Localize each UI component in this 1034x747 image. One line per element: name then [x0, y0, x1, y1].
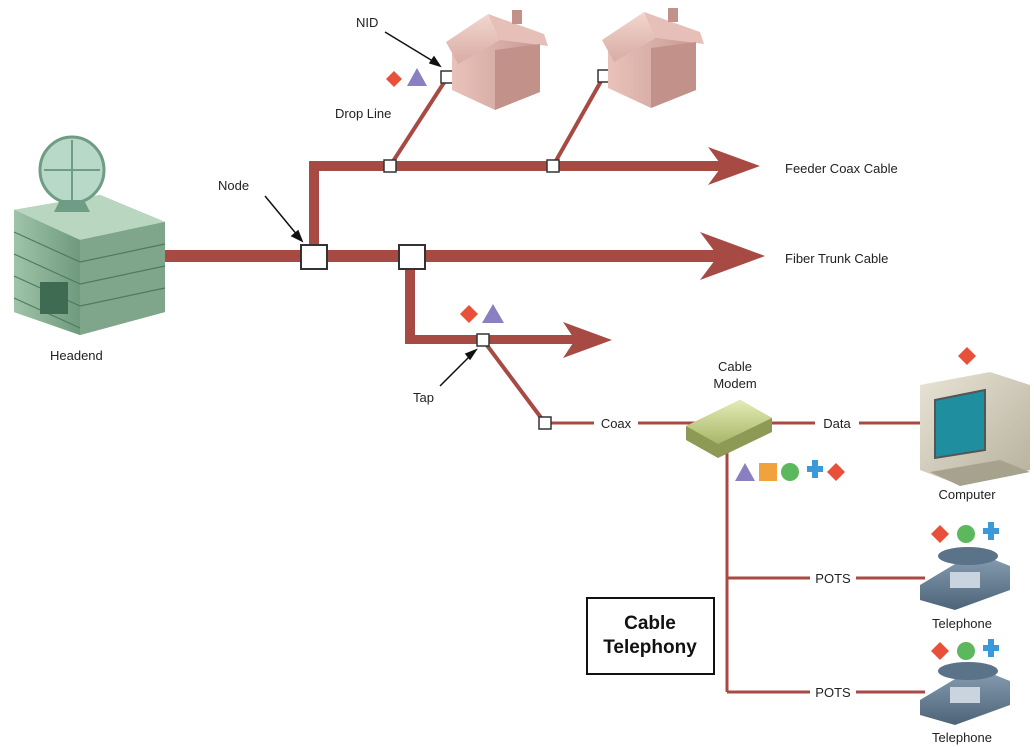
telephone-label-2: Telephone — [932, 730, 992, 745]
house-icon — [446, 10, 548, 110]
telephone-icon — [920, 662, 1010, 725]
headend-building-icon — [13, 135, 166, 335]
lower-branch-cable — [405, 335, 580, 344]
pots-label-2: POTS — [815, 685, 851, 700]
headend-label: Headend — [50, 348, 103, 363]
tap-drop-line — [481, 338, 547, 425]
lower-branch-arrowhead — [563, 322, 612, 358]
square-icon — [759, 463, 777, 481]
cable-modem-label-line1: Cable — [718, 359, 752, 374]
pots-label-1: POTS — [815, 571, 851, 586]
triangle-icon — [735, 463, 755, 481]
computer-icon — [920, 372, 1030, 486]
diamond-icon — [931, 525, 949, 543]
tap-label: Tap — [413, 390, 434, 405]
feeder-riser — [309, 163, 319, 256]
triangle-icon — [482, 304, 504, 323]
node-box — [300, 244, 328, 270]
diamond-icon — [931, 642, 949, 660]
diamond-icon — [827, 463, 845, 481]
coax-label-bg — [594, 414, 638, 432]
circle-icon — [957, 642, 975, 660]
feeder-coax-cable-label: Feeder Coax Cable — [785, 161, 898, 176]
nid-box-1 — [440, 70, 454, 84]
plus-icon — [807, 460, 823, 478]
feeder-arrowhead — [708, 147, 760, 185]
feeder-coax-cable — [309, 161, 724, 171]
pots-label-bg-1 — [810, 569, 856, 587]
telephone-icon — [920, 547, 1010, 610]
drop-line-2 — [551, 75, 606, 167]
coax-end-box — [538, 416, 552, 430]
triangle-icon — [407, 68, 427, 86]
data-label: Data — [823, 416, 851, 431]
house-icon — [602, 8, 704, 108]
feeder-tap-1 — [383, 159, 397, 173]
pots-label-bg-2 — [810, 683, 856, 701]
cable-telephony-box — [586, 597, 715, 675]
cable-telephony-title-line2: Telephony — [603, 637, 697, 658]
lower-branch-riser — [405, 256, 415, 344]
diamond-icon — [460, 305, 478, 323]
fiber-trunk-cable — [160, 250, 720, 262]
diamond-icon — [958, 347, 976, 365]
fiber-trunk-arrowhead — [700, 232, 765, 280]
diamond-icon — [386, 71, 402, 87]
plus-icon — [983, 639, 999, 657]
node-box-2 — [398, 244, 426, 270]
plus-icon — [983, 522, 999, 540]
pointer-arrows — [264, 31, 478, 387]
cable-modem-label-line2: Modem — [713, 376, 756, 391]
cable-modem-icon — [686, 400, 772, 458]
fiber-trunk-cable-label: Fiber Trunk Cable — [785, 251, 888, 266]
computer-label: Computer — [938, 487, 996, 502]
service-symbols — [386, 68, 999, 660]
junctions — [300, 69, 611, 430]
data-label-bg — [815, 414, 859, 432]
coax-label: Coax — [601, 416, 632, 431]
drop-line-label: Drop Line — [335, 106, 391, 121]
feeder-tap-2 — [546, 159, 560, 173]
circle-icon — [781, 463, 799, 481]
tap-box — [476, 333, 490, 347]
cable-telephony-title-line1: Cable — [624, 613, 676, 634]
telephone-label-1: Telephone — [932, 616, 992, 631]
node-label: Node — [218, 178, 249, 193]
drop-line-1 — [388, 76, 449, 168]
nid-label: NID — [356, 15, 378, 30]
circle-icon — [957, 525, 975, 543]
